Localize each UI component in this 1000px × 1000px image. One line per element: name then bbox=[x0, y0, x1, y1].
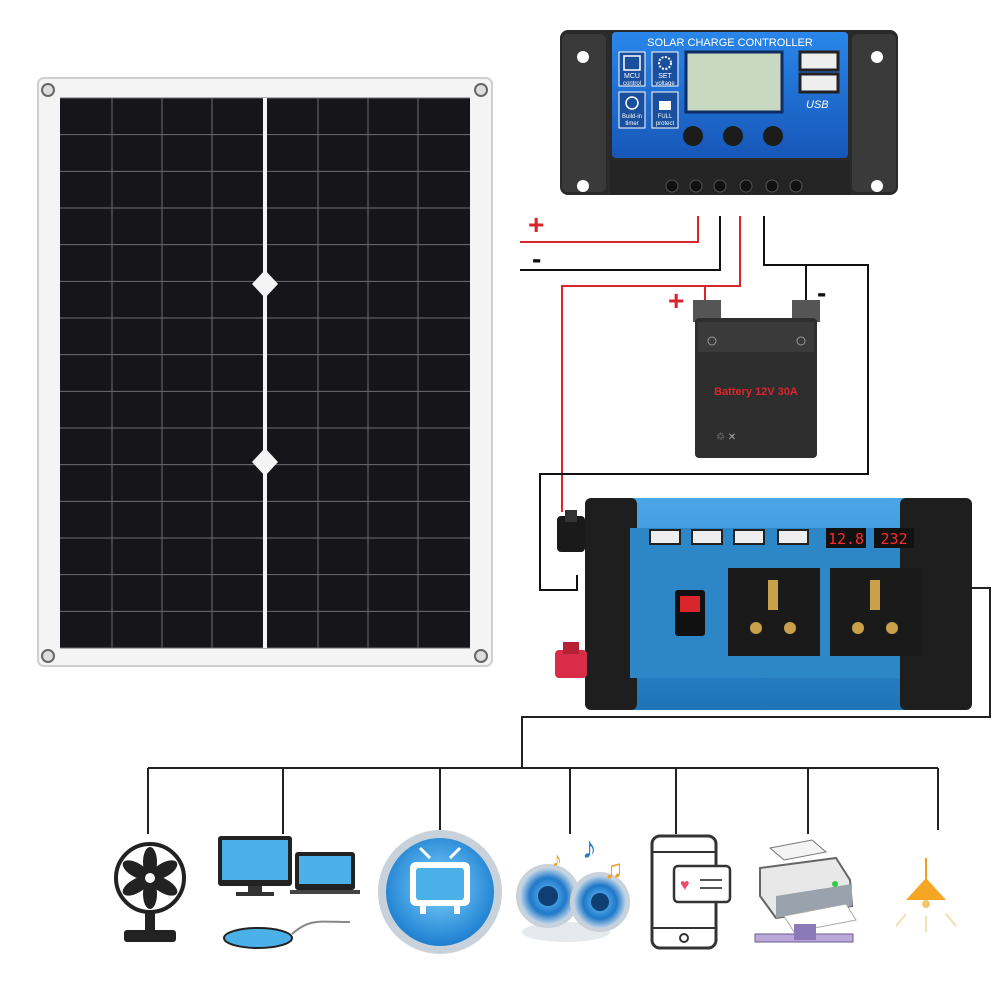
battery-terminal-negative bbox=[796, 336, 806, 346]
speaker-icon: ♪ ♫ ♪ bbox=[516, 832, 630, 942]
inverter-usb-port bbox=[733, 529, 765, 545]
lamp-icon bbox=[895, 858, 957, 932]
panel-eyelet bbox=[41, 649, 55, 663]
build-label: Build-in bbox=[622, 114, 642, 120]
battery-terminal-positive bbox=[707, 336, 717, 346]
battery-plus-label: + bbox=[668, 285, 684, 316]
controller-title: SOLAR CHARGE CONTROLLER bbox=[647, 37, 813, 49]
inverter-display-output bbox=[874, 528, 914, 548]
clock-icon bbox=[625, 96, 639, 110]
full-label: FULL bbox=[658, 114, 673, 120]
full-sub-label: protect bbox=[656, 121, 675, 127]
usb-port bbox=[798, 72, 840, 94]
build-sub-label: timer bbox=[625, 121, 638, 127]
lock-icon bbox=[659, 101, 671, 110]
wire-pv-negative bbox=[520, 216, 721, 271]
wire-battery-negative bbox=[763, 216, 807, 300]
inverter: 12.8 232 bbox=[555, 498, 972, 710]
set-label: SET bbox=[658, 73, 672, 80]
heart-icon: ♥ bbox=[680, 877, 690, 894]
pv-plus-label: + bbox=[528, 209, 544, 240]
panel-eyelet bbox=[474, 83, 488, 97]
wiring bbox=[147, 216, 991, 834]
set-sub-label: voltage bbox=[655, 81, 675, 87]
mcu-sub-label: control bbox=[623, 81, 641, 87]
solar-panel bbox=[37, 77, 493, 667]
controller-terminal bbox=[689, 179, 703, 193]
mcu-chip-icon bbox=[623, 55, 641, 71]
mcu-label: MCU bbox=[624, 73, 640, 80]
wire-battery-positive bbox=[704, 216, 741, 300]
usb-label: USB bbox=[806, 99, 829, 111]
controller-terminal bbox=[665, 179, 679, 193]
tv-icon bbox=[378, 830, 502, 954]
inverter-post-positive bbox=[563, 642, 579, 654]
wire-pv-positive bbox=[520, 216, 699, 243]
music-note-icon: ♪ bbox=[582, 832, 597, 865]
recycle-icon: ♲ ✕ bbox=[716, 432, 736, 443]
inverter-display-voltage-text: 12.8 bbox=[828, 530, 864, 548]
panel-eyelet bbox=[41, 83, 55, 97]
computer-icon bbox=[218, 836, 360, 949]
battery-minus-label: - bbox=[817, 277, 826, 308]
controller-button-up[interactable] bbox=[723, 126, 743, 146]
controller-terminal bbox=[765, 179, 779, 193]
gear-icon bbox=[658, 56, 672, 70]
controller-button-down[interactable] bbox=[763, 126, 783, 146]
charge-controller: SOLAR CHARGE CONTROLLER MCU control SET … bbox=[560, 30, 898, 195]
battery: Battery 12V 30A ♲ ✕ bbox=[693, 300, 820, 458]
phone-icon: ♥ bbox=[650, 834, 732, 950]
music-note-icon: ♫ bbox=[604, 854, 624, 884]
controller-button-menu[interactable] bbox=[683, 126, 703, 146]
controller-terminal bbox=[713, 179, 727, 193]
controller-lcd bbox=[684, 50, 784, 114]
wire-load-trunk bbox=[521, 587, 991, 768]
battery-label: Battery 12V 30A bbox=[714, 386, 798, 398]
wire-inverter-negative bbox=[539, 264, 869, 591]
controller-terminal bbox=[789, 179, 803, 193]
pv-minus-label: - bbox=[532, 243, 541, 274]
inverter-post-negative bbox=[565, 510, 577, 522]
music-note-icon: ♪ bbox=[552, 849, 562, 871]
wire-inverter-positive bbox=[561, 285, 740, 512]
inverter-usb-port bbox=[691, 529, 723, 545]
inverter-usb-port bbox=[777, 529, 809, 545]
inverter-display-voltage bbox=[826, 528, 866, 548]
controller-terminal bbox=[739, 179, 753, 193]
panel-eyelet bbox=[474, 649, 488, 663]
inverter-usb-port bbox=[649, 529, 681, 545]
fan-icon bbox=[114, 842, 186, 942]
usb-port bbox=[798, 50, 840, 72]
printer-icon bbox=[754, 839, 857, 943]
inverter-display-output-text: 232 bbox=[880, 530, 907, 548]
